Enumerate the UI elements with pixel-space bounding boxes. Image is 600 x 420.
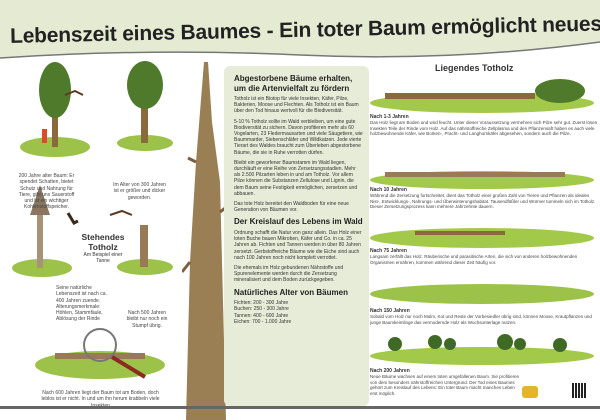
panel-paragraph: Die ehemals im Holz gebundenen Nährstoff… bbox=[234, 264, 344, 284]
stage-text: Neue Bäume wachsen auf einem toten umgef… bbox=[370, 374, 520, 396]
lying-deadwood-title: Liegendes Totholz bbox=[435, 63, 514, 73]
stage-text: Sobald vom Holz nur noch Mulm, Kot und R… bbox=[370, 314, 592, 325]
text-300-years: Im Alter von 300 Jahren ist er größer un… bbox=[113, 182, 166, 201]
panel-paragraph: Das tote Holz bereitet den Waldboden für… bbox=[234, 201, 349, 214]
scene-1-3-years bbox=[370, 79, 594, 113]
tree-illustrations bbox=[12, 61, 173, 379]
footer-divider bbox=[0, 406, 600, 409]
text-400-years: Seine natürliche Lebenszeit ist nach ca.… bbox=[56, 285, 107, 323]
scene-200-years bbox=[370, 334, 594, 365]
stage-heading: Nach 200 Jahren bbox=[370, 368, 410, 374]
qr-code[interactable] bbox=[572, 383, 587, 398]
text-200-years: 200 Jahre alter Baum: Er spendet Schatte… bbox=[18, 173, 75, 211]
text-500-years: Nach 500 Jahren bleibt nur noch ein Stum… bbox=[126, 310, 168, 329]
scene-150-years bbox=[370, 284, 594, 304]
panel-heading-ages: Natürliches Alter von Bäumen bbox=[234, 287, 348, 297]
panel-heading-biodiversity: Abgestorbene Bäume erhalten, um die Arte… bbox=[234, 74, 353, 93]
stage-heading: Nach 75 Jahren bbox=[370, 248, 407, 254]
panel-paragraph: Totholz ist ein Biotop für viele Insekte… bbox=[234, 96, 359, 115]
stage-heading: Nach 150 Jahren bbox=[370, 308, 410, 314]
stage-heading: Nach 10 Jahren bbox=[370, 187, 407, 193]
header-band: Lebenszeit eines Baumes - Ein toter Baum… bbox=[0, 0, 600, 66]
scene-75-years bbox=[370, 228, 594, 248]
stage-heading: Nach 1-3 Jahren bbox=[370, 114, 409, 120]
panel-paragraph: Bleibt ein geworfener Baumstamm im Wald … bbox=[234, 159, 358, 197]
text-600-years: Nach 600 Jahren liegt der Baum tot am Bo… bbox=[41, 390, 160, 409]
dead-trunk-illustration bbox=[182, 62, 229, 420]
age-item: Tannen: 400 - 600 Jahre bbox=[234, 312, 289, 319]
tree-ages-list: Fichten: 200 - 300 Jahre Buchen: 250 - 3… bbox=[234, 300, 363, 325]
age-item: Eichen: 700 - 1.000 Jahre bbox=[234, 318, 292, 325]
header-wave bbox=[0, 41, 600, 66]
standing-subtitle: Am Beispiel einer Tanne bbox=[83, 252, 123, 264]
panel-heading-cycle: Der Kreislauf des Lebens im Wald bbox=[234, 217, 363, 227]
stage-text: Langsam zerfällt das Holz. Räuberische u… bbox=[370, 254, 578, 265]
standing-title: Stehendes Totholz bbox=[81, 232, 125, 252]
age-item: Fichten: 200 - 300 Jahre bbox=[234, 300, 289, 307]
info-panel: Abgestorbene Bäume erhalten, um die Arte… bbox=[224, 66, 369, 406]
scene-10-years bbox=[370, 171, 594, 189]
panel-paragraph: 5-10 % Totholz sollte im Wald verbleiben… bbox=[234, 118, 363, 156]
stage-text: Das Holz liegt am Boden und wird feucht.… bbox=[370, 120, 598, 137]
age-item: Buchen: 250 - 300 Jahre bbox=[234, 306, 289, 313]
stage-text: Während die Zersetzung fortschreitet, di… bbox=[370, 193, 596, 210]
panel-paragraph: Ordnung schafft die Natur von ganz allei… bbox=[234, 229, 362, 261]
publisher-logo bbox=[522, 386, 538, 398]
